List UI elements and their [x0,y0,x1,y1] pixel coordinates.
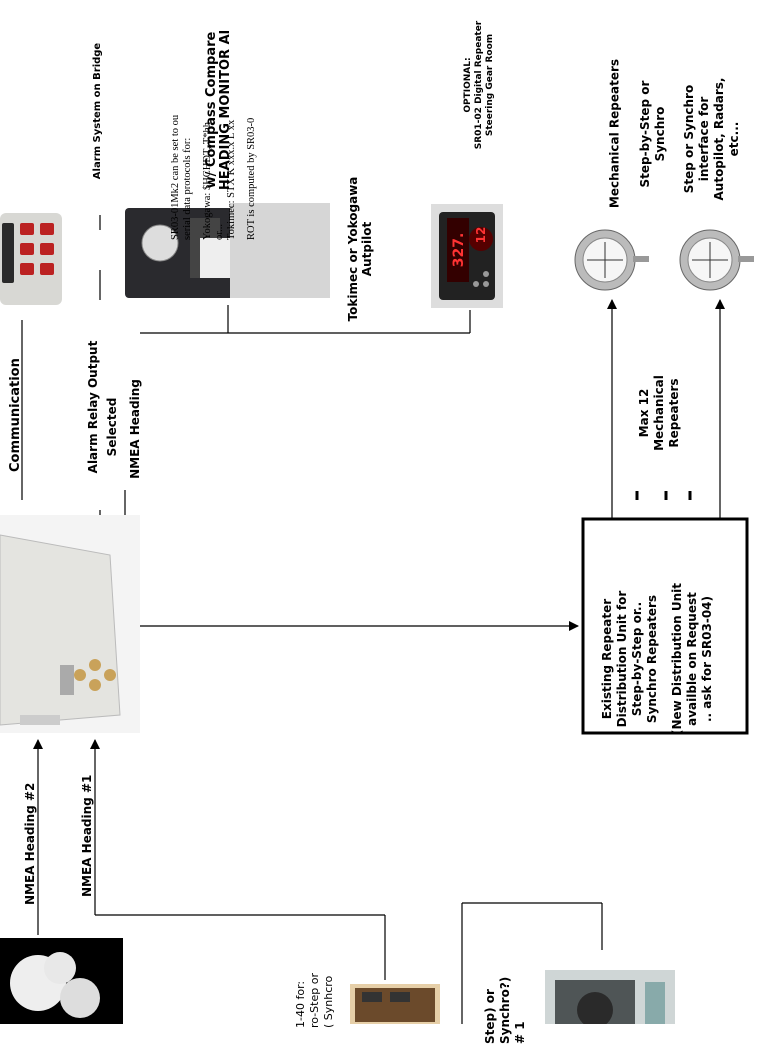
nmea-heading-2-label: NMEA Heading #2 [23,782,37,905]
step-interface-label: Step or Synchro interface for Autopilot,… [682,74,748,204]
new-unit-line3: .. ask for SR03-04) [700,596,714,722]
new-unit-line2: availble on Request [685,592,699,726]
distribution-unit-label: Existing Repeater Distribution Unit for … [600,554,730,764]
max12-line1: Max 12 [637,388,651,438]
step-synchro-label: Step-by-Step or Synchro [638,79,672,189]
tokimec-autopilot-line2: Autpilot [360,221,374,277]
new-unit-line1: (New Distribution Unit [670,583,684,735]
mechanical-repeaters-label: Mechanical Repeaters [607,58,622,209]
sr03-desc-line1: SR03-01Mk2 can be set to ou [170,114,181,240]
tokimec-protocol: Tokimec: STX K xxx.x L xx [226,119,237,240]
alarm-system-label: Alarm System on Bridge [92,42,103,180]
autopilot-device-icon [120,198,330,303]
gyro-unit-icon [545,970,675,1028]
optional-label: OPTIONAL: [463,57,473,113]
step-interface-line4: etc... [727,121,741,157]
existing-line3: Step-by-Step or.. [630,601,644,717]
interface-line1: 1-40 for: [294,980,307,1028]
rot-note: ROT is computed by SR03-0 [246,117,257,240]
max12-line3: Repeaters [667,378,681,448]
gyro-line3: # 1 [513,1021,527,1044]
tokimec-autopilot-line1: Tokimec or Yokogawa [346,176,360,322]
step-interface-line2: interface for [697,96,711,182]
existing-line4: Synchro Repeaters [645,594,659,724]
mechanical-repeater-icon [573,224,653,296]
max12-label: Max 12 Mechanical Repeaters [637,368,687,458]
digital-repeater-label: SR01-02 Digital Repeater [474,20,484,150]
max12-line2: Mechanical [652,375,666,451]
interface-board-icon [350,984,440,1024]
optional-repeater-label: OPTIONAL: SR01-02 Digital Repeater Steer… [463,10,503,160]
step-interface-line1: Step or Synchro [682,84,696,194]
existing-line1: Existing Repeater [600,598,614,720]
steering-gear-label: Steering Gear Room [485,33,495,137]
nmea-heading-label: NMEA Heading [128,379,142,479]
step-synchro-line2: Synchro [653,106,667,162]
or-label: or... [214,223,225,240]
digital-heading-readout: 327. [451,232,467,268]
tokimec-autopilot-label: Tokimec or Yokogawa Autpilot [346,174,380,324]
interface-line3: ( Synhcro [322,975,335,1028]
nmea-heading-1-label: NMEA Heading #1 [80,774,94,897]
selected-label: Selected [105,397,119,457]
alarm-panel-keypad-icon [0,213,62,305]
alarm-relay-label: Alarm Relay Output [86,340,100,474]
digital-rot-readout: 12 [474,226,488,244]
step-synchro-line1: Step-by-Step or [638,80,652,188]
gyro-label: Step) or Synchro?) # 1 [483,954,531,1044]
interface-line2: ro-Step or [308,973,321,1028]
yokogawa-protocol: Yokogawa: $HCHDT,,T*hh [202,121,213,240]
gyro-compass-icon [0,938,123,1024]
distribution-unit-box [581,517,749,735]
sr03-description: SR03-01Mk2 can be set to ou serial data … [170,50,310,240]
sr03-desc-line2: serial data protocols for: [182,137,193,240]
digital-repeater-icon: 327. 12 [431,204,503,308]
gyro-line1: Step) or [483,989,497,1044]
communication-label: Communication [8,358,23,472]
interface-note: 1-40 for: ro-Step or ( Synhcro [294,938,340,1028]
gyro-line2: Synchro?) [498,976,512,1044]
existing-line2: Distribution Unit for [615,590,629,728]
synchro-repeater-icon [678,224,758,296]
sr03-heading-unit-icon [0,515,140,733]
step-interface-line3: Autopilot, Radars, [712,77,726,201]
